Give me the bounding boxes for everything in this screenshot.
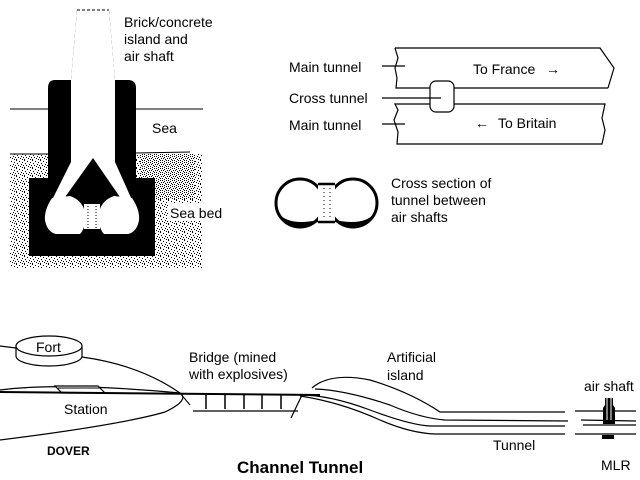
shaft-section-panel: Brick/concrete island and air shaft Sea … [10, 9, 226, 268]
arrow-left-icon: ← [475, 115, 489, 131]
tunnel-plan-panel: Main tunnel Cross tunnel Main tunnel To … [289, 47, 615, 145]
to-france-label: To France [473, 61, 535, 77]
section-label-line2: tunnel between [391, 192, 486, 208]
section-label-line1: Cross section of [391, 175, 491, 191]
artificial-island-label-line1: Artificial [387, 349, 436, 365]
arrow-right-icon: → [546, 61, 560, 77]
section-floor-left [279, 214, 318, 226]
section-floor-right [335, 214, 374, 226]
tunnel-cross-section-panel: Cross section of tunnel between air shaf… [274, 175, 491, 229]
island-label-line1: Brick/concrete [124, 14, 213, 30]
railway-line [0, 391, 321, 396]
section-label-line3: air shafts [391, 209, 448, 225]
tunnel-bore-left [44, 196, 85, 234]
tunnel-upper-line [314, 388, 569, 422]
tunnel-lower-line [299, 395, 565, 435]
artificial-island-top [311, 376, 565, 413]
island-label-line3: air shaft [124, 48, 174, 64]
dover-label: DOVER [47, 444, 90, 458]
main-tunnel-top-label: Main tunnel [289, 59, 361, 75]
air-shaft-profile [575, 398, 637, 439]
credit-label: MLR [601, 457, 631, 473]
tunnel-middle-line [299, 394, 565, 427]
dover-land-bottom [0, 392, 184, 441]
fort-approach-line [0, 345, 17, 349]
tunnel-label: Tunnel [493, 437, 535, 453]
sea-label: Sea [152, 120, 177, 136]
artificial-island-label-line2: island [387, 367, 424, 383]
cross-passage [84, 204, 100, 229]
profile-panel: Fort Station DOVER Bridge (mined with ex… [0, 335, 637, 477]
bridge [179, 392, 303, 419]
main-tunnel-lower [393, 103, 606, 145]
cross-tunnel-label: Cross tunnel [289, 90, 368, 106]
station-label: Station [64, 401, 108, 417]
main-tunnel-bottom-label: Main tunnel [289, 117, 361, 133]
bridge-label-line2: with explosives) [188, 366, 288, 382]
sea-bed-label-bg [168, 203, 226, 221]
tunnel-bore-right [99, 196, 140, 234]
fort: Fort [15, 335, 83, 367]
fort-label: Fort [36, 339, 61, 355]
air-shaft-label: air shaft [584, 378, 634, 394]
air-shaft [52, 10, 132, 200]
section-passage [318, 184, 335, 222]
island-label-line2: island and [124, 31, 188, 47]
fort-hill-line [81, 356, 181, 394]
sea-bed-label: Sea bed [170, 205, 222, 221]
bridge-label-line1: Bridge (mined [189, 349, 276, 365]
sea-bed-surface-right [135, 151, 191, 154]
diagram-title: Channel Tunnel [237, 458, 363, 477]
to-britain-label: To Britain [498, 115, 556, 131]
cross-tunnel [429, 80, 455, 113]
